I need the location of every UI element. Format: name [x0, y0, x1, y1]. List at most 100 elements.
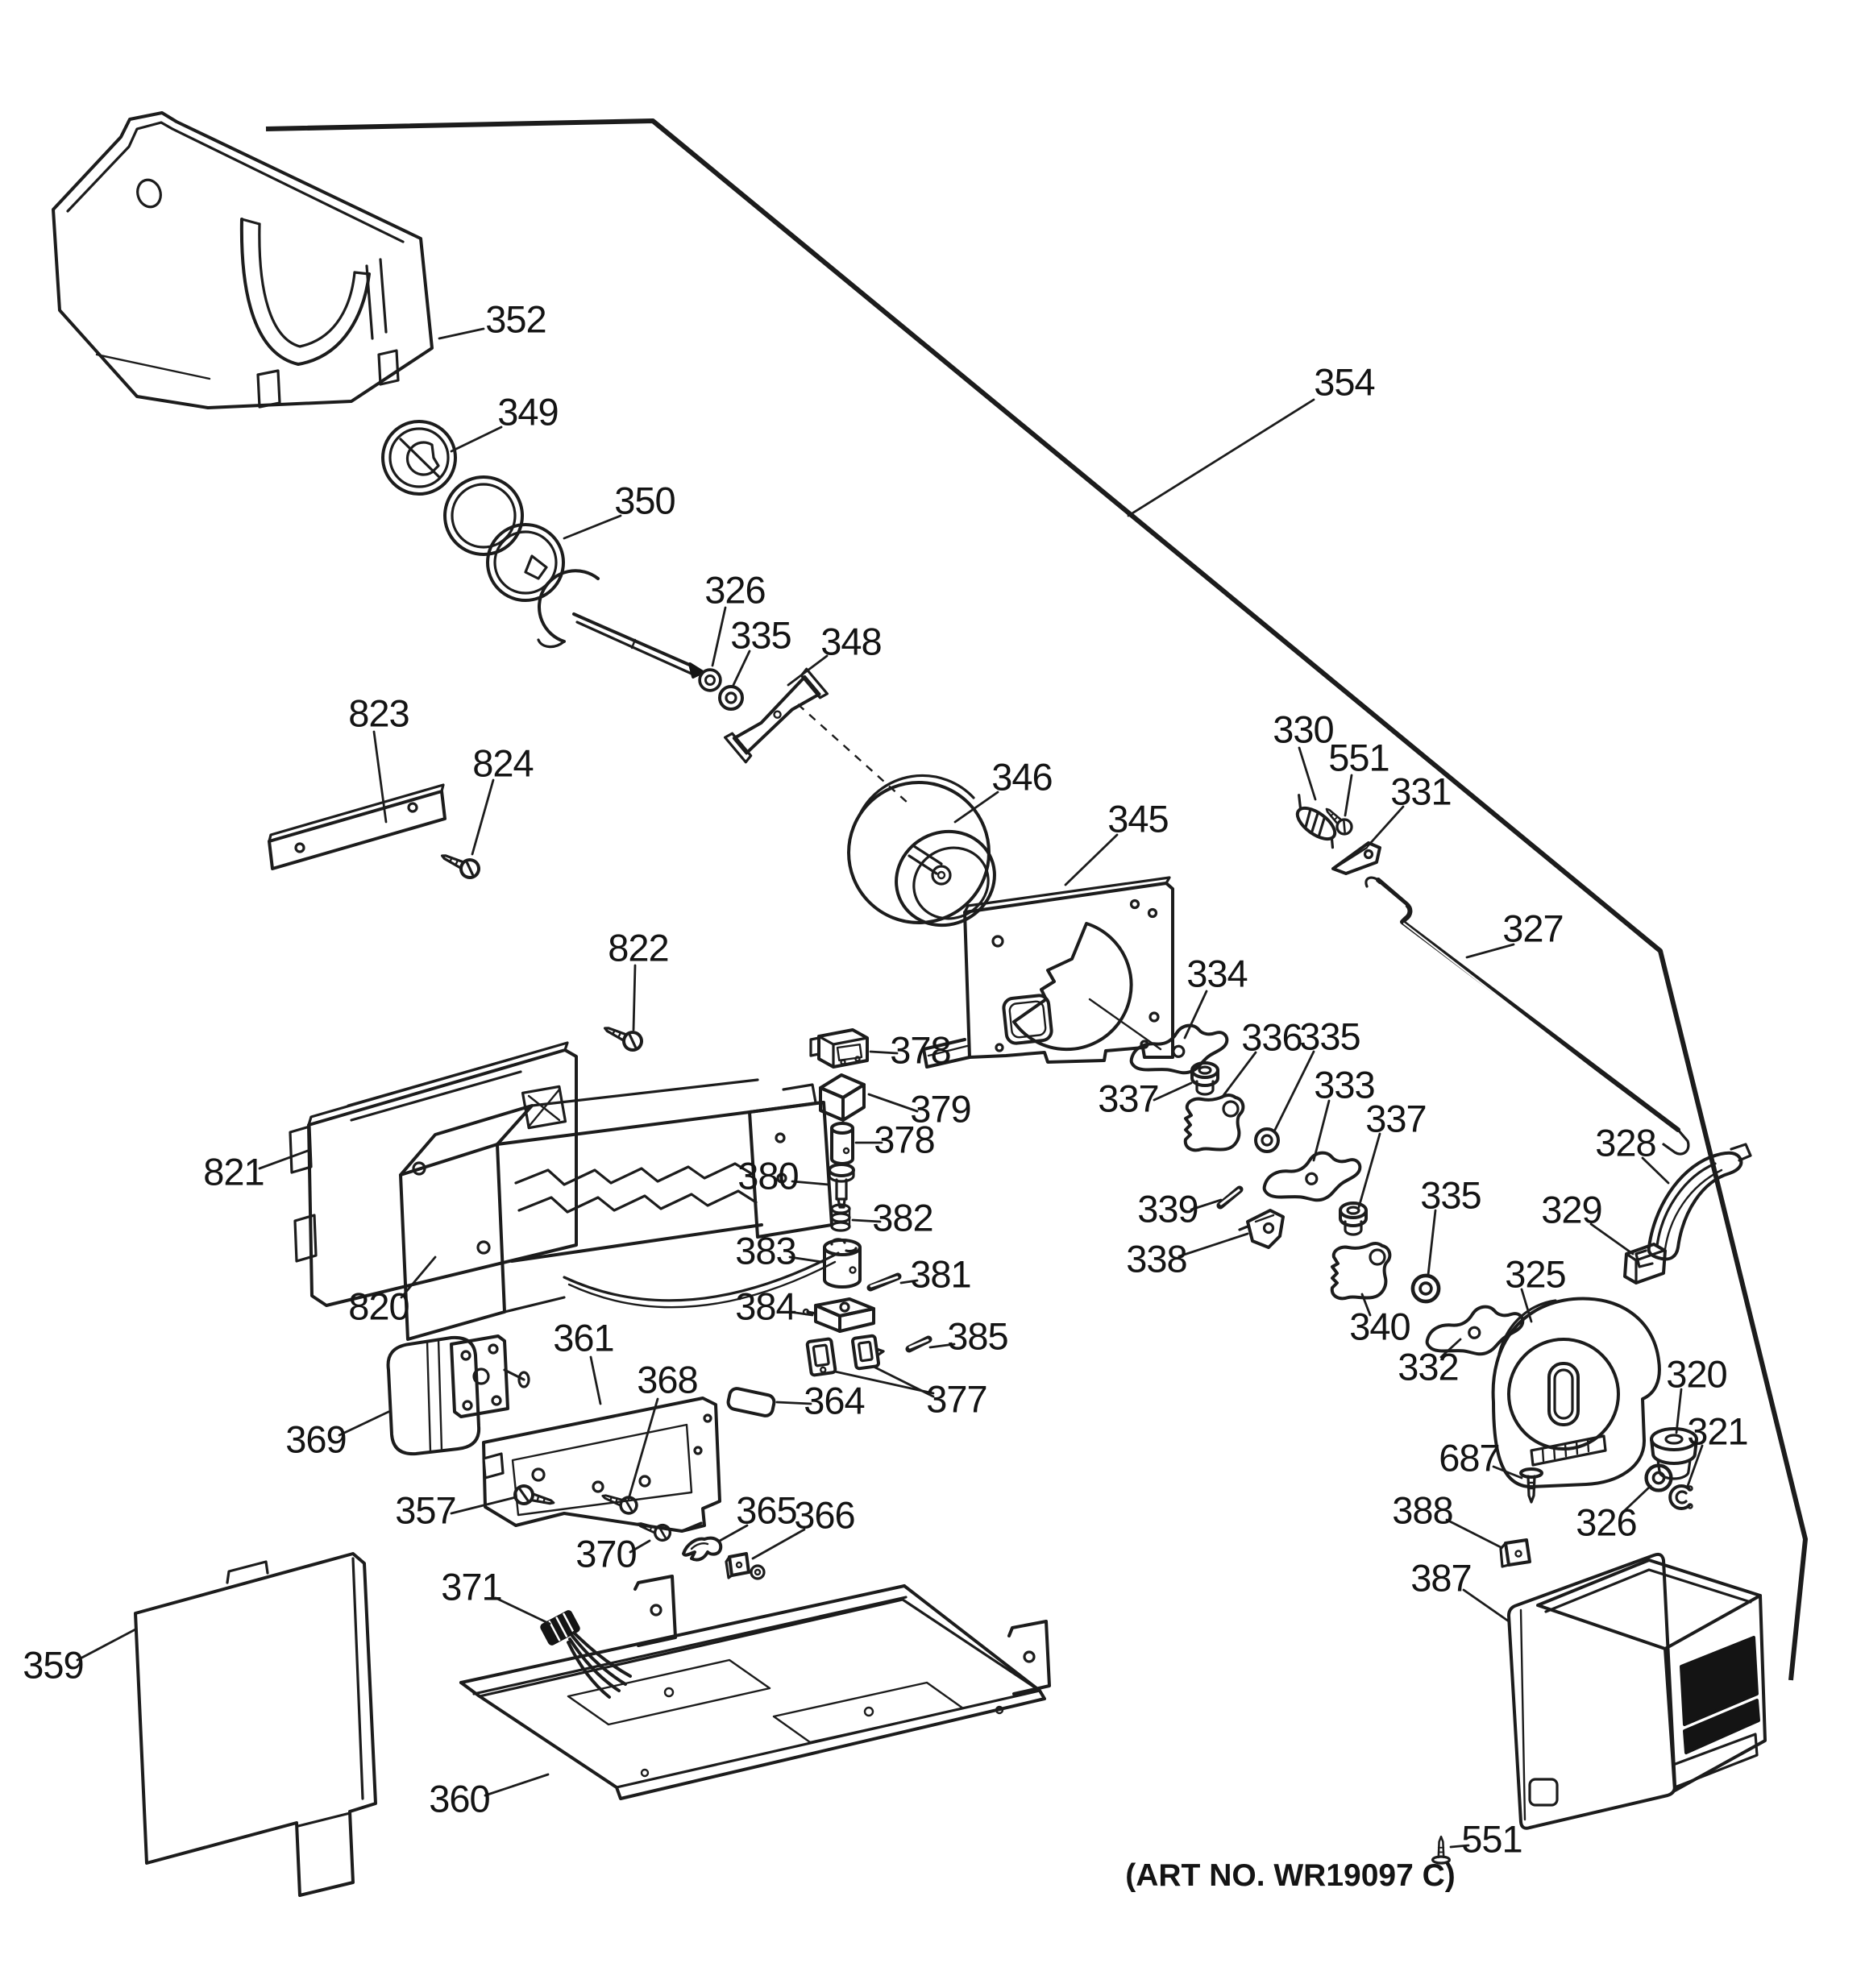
- part-382-spring: [830, 1203, 851, 1232]
- callout-385-label: 385: [947, 1314, 1007, 1357]
- callout-383-label: 383: [735, 1229, 795, 1272]
- part-378-switch-box: [809, 1028, 869, 1069]
- callout-352-leader: [438, 327, 485, 340]
- callout-364-leader: [775, 1401, 812, 1405]
- callout-334-label: 334: [1186, 952, 1247, 994]
- callout-380-label: 380: [737, 1154, 798, 1197]
- callout-388-label: 388: [1392, 1488, 1452, 1531]
- callout-329-label: 329: [1541, 1188, 1601, 1231]
- callout-333-label: 333: [1314, 1063, 1374, 1106]
- callout-350-label: 350: [614, 479, 675, 521]
- part-333-cam: [1259, 1147, 1365, 1208]
- callout-345-leader: [1064, 833, 1119, 886]
- callout-379-label: 379: [910, 1087, 970, 1130]
- callout-326-label: 326: [704, 568, 765, 611]
- callout-366-label: 366: [794, 1493, 854, 1536]
- callout-824-leader: [471, 778, 495, 856]
- callout-379-leader: [867, 1093, 919, 1113]
- part-821-mounting-plate: [289, 1041, 578, 1307]
- callout-321-leader: [1686, 1444, 1704, 1488]
- callout-823-leader: [372, 730, 388, 824]
- part-337-bushing-b: [1339, 1202, 1368, 1236]
- part-331-lever: [1331, 841, 1381, 875]
- callout-371-leader: [494, 1596, 551, 1625]
- callout-357-label: 357: [395, 1488, 455, 1531]
- part-329-block: [1623, 1243, 1667, 1285]
- part-350-auger-spring-shaft: [443, 475, 704, 679]
- part-381-pin: [866, 1272, 902, 1292]
- callout-354-label: 354: [1314, 360, 1374, 403]
- callout-325-leader: [1520, 1288, 1533, 1323]
- callout-337-leader: [1153, 1081, 1193, 1102]
- callout-357-leader: [450, 1496, 517, 1515]
- callout-352-label: 352: [485, 297, 546, 340]
- part-336-pawl: [1183, 1093, 1245, 1152]
- part-326-washer: [698, 668, 722, 692]
- callout-359-label: 359: [23, 1643, 83, 1686]
- callout-338-leader: [1178, 1232, 1249, 1258]
- callout-361-leader: [589, 1355, 602, 1405]
- part-823-strip: [268, 783, 447, 870]
- callout-369-leader: [338, 1410, 390, 1437]
- part-371-wire-harness: [540, 1610, 632, 1699]
- callout-378-label: 378: [890, 1028, 950, 1071]
- callout-821-leader: [258, 1149, 309, 1170]
- callout-361-label: 361: [553, 1316, 613, 1359]
- part-349-bearing: [381, 420, 457, 496]
- callout-687-label: 687: [1439, 1436, 1499, 1479]
- part-378-cylinder: [830, 1122, 854, 1165]
- callout-369-label: 369: [285, 1417, 346, 1460]
- callout-335-leader: [732, 650, 751, 687]
- callout-320-leader: [1675, 1388, 1683, 1434]
- part-340-pawl: [1330, 1241, 1392, 1301]
- callout-328-label: 328: [1595, 1121, 1655, 1164]
- part-369-motor: [386, 1334, 530, 1456]
- callout-329-leader: [1589, 1222, 1634, 1255]
- assembly-boundary-lines: [265, 118, 1808, 1681]
- part-330-spring: [1295, 794, 1337, 849]
- callout-340-label: 340: [1349, 1305, 1410, 1347]
- part-820-icemaker: [399, 1078, 840, 1341]
- part-379-cube: [819, 1073, 866, 1122]
- part-335-washer: [718, 685, 744, 711]
- callout-330-leader: [1298, 746, 1317, 801]
- part-327-wire-rod: [1364, 876, 1690, 1156]
- callout-365-leader: [718, 1524, 749, 1542]
- callout-336-leader: [1220, 1051, 1257, 1099]
- callout-378-leader: [869, 1050, 899, 1055]
- callout-336-label: 336: [1241, 1015, 1302, 1058]
- callout-360-leader: [484, 1773, 550, 1797]
- art-number-note: (ART NO. WR19097 C): [1125, 1858, 1456, 1893]
- part-359-access-panel: [134, 1552, 377, 1897]
- callout-388-leader: [1445, 1518, 1502, 1549]
- callout-551-label: 551: [1328, 736, 1389, 778]
- callout-330-label: 330: [1273, 708, 1333, 750]
- callout-335-leader: [1273, 1050, 1315, 1131]
- callout-368-label: 368: [637, 1358, 697, 1401]
- callout-384-label: 384: [735, 1285, 795, 1327]
- part-335-washer-b: [1254, 1127, 1280, 1153]
- part-352-ice-bucket: [52, 111, 434, 409]
- callout-364-label: 364: [804, 1379, 864, 1421]
- part-361-support-bracket: [482, 1397, 721, 1533]
- callout-346-leader: [953, 791, 999, 824]
- callout-328-leader: [1641, 1156, 1670, 1185]
- callout-822-label: 822: [608, 926, 668, 969]
- part-321-retaining-ring: [1668, 1484, 1693, 1510]
- part-346-drum: [847, 774, 996, 928]
- callout-384-leader: [788, 1310, 814, 1317]
- section-boundary-line: [265, 118, 1808, 1681]
- callout-350-leader: [563, 514, 622, 540]
- callout-346-label: 346: [991, 755, 1052, 798]
- callout-370-label: 370: [575, 1532, 636, 1575]
- part-364-thermostat: [726, 1387, 776, 1417]
- callout-326-label: 326: [1576, 1500, 1636, 1543]
- callout-824-label: 824: [472, 741, 533, 784]
- callout-370-leader: [629, 1539, 651, 1554]
- callout-321-label: 321: [1687, 1409, 1747, 1452]
- callout-337-label: 337: [1098, 1077, 1158, 1119]
- callout-820-label: 820: [348, 1285, 409, 1327]
- part-824-screw: [436, 845, 484, 882]
